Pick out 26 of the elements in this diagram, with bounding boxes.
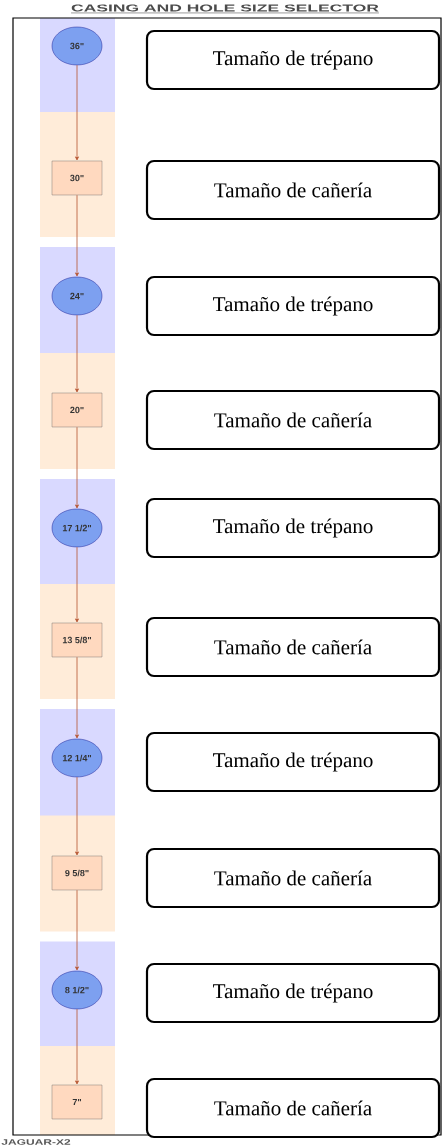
label-box: Tamaño de trépano: [145, 275, 441, 337]
arrow: [75, 426, 79, 509]
label-box: Tamaño de trépano: [145, 731, 441, 793]
label-box: Tamaño de cañería: [145, 389, 441, 451]
casing-box: 9 5/8": [51, 855, 103, 891]
casing-box: 20": [51, 392, 103, 428]
label-box: Tamaño de trépano: [145, 962, 441, 1024]
arrow: [75, 546, 79, 623]
arrow: [75, 194, 79, 277]
label-box: Tamaño de cañería: [145, 616, 441, 678]
caption: JAGUAR-X2: [0, 1138, 72, 1146]
title: CASING AND HOLE SIZE SELECTOR: [70, 4, 380, 14]
arrow: [75, 64, 79, 161]
casing-box: 30": [51, 160, 103, 196]
casing-box: 7": [51, 1084, 103, 1120]
arrow: [75, 776, 79, 856]
arrow: [75, 1008, 79, 1085]
label-box: Tamaño de trépano: [145, 497, 441, 559]
arrow: [75, 656, 79, 739]
label-box: Tamaño de trépano: [145, 29, 441, 91]
arrow: [75, 889, 79, 971]
casing-box: 13 5/8": [51, 622, 103, 658]
label-box: Tamaño de cañería: [145, 847, 441, 909]
arrow: [75, 314, 79, 393]
label-box: Tamaño de cañería: [145, 159, 441, 221]
label-box: Tamaño de cañería: [145, 1077, 441, 1139]
